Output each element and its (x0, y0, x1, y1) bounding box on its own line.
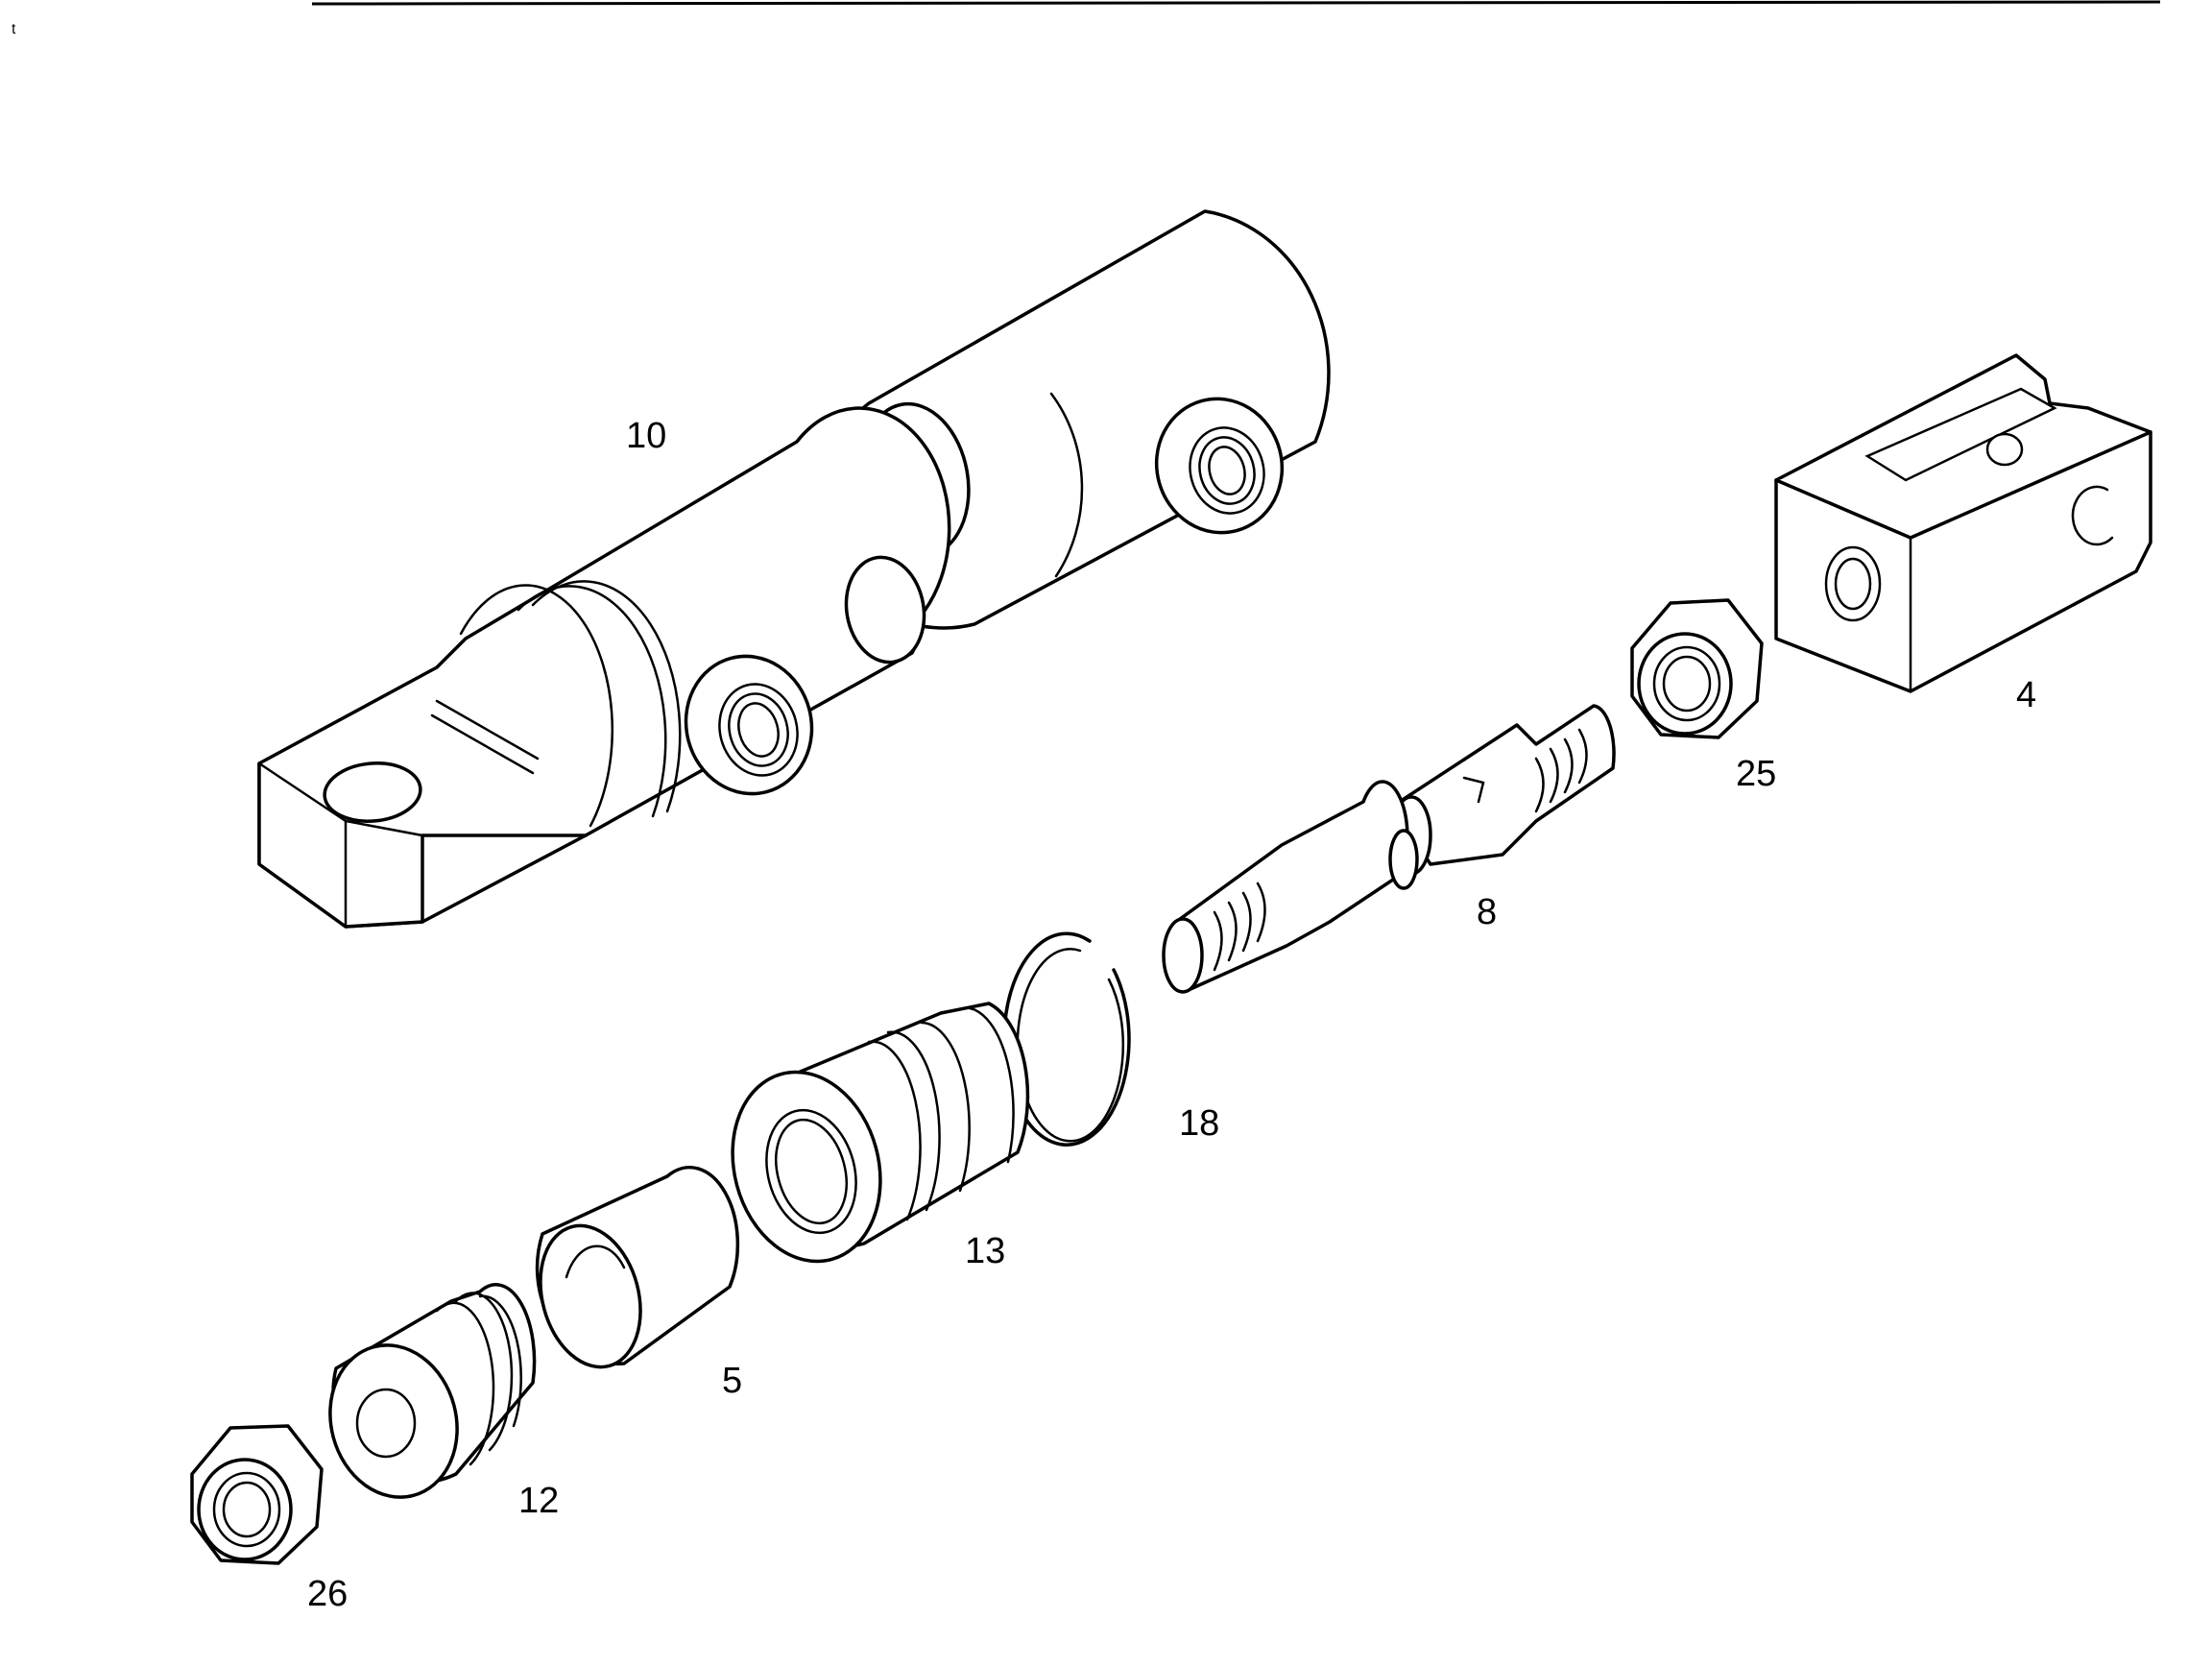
label-part-8: 8 (1477, 892, 1497, 932)
part-18-snap-ring (1002, 931, 1131, 1147)
label-part-13: 13 (965, 1231, 1005, 1271)
label-part-18: 18 (1179, 1103, 1219, 1144)
label-part-25: 25 (1736, 754, 1776, 794)
part-10-cylinder-body (257, 209, 1331, 929)
label-part-26: 26 (307, 1574, 348, 1614)
part-25-hex-nut (1630, 598, 1764, 739)
part-12-seal (328, 1283, 537, 1499)
part-13-piston (731, 1002, 1030, 1264)
label-part-4: 4 (2016, 675, 2036, 715)
label-part-10: 10 (626, 416, 666, 456)
part-8-threaded-rod (1162, 704, 1616, 994)
part-26-hex-nut (190, 1424, 324, 1565)
part-4-clevis-block (1774, 353, 2152, 693)
top-border-line (311, 0, 2161, 6)
corner-mark: ᵗ (12, 19, 16, 43)
label-part-12: 12 (518, 1481, 559, 1521)
part-5-sleeve (535, 1166, 740, 1369)
label-part-5: 5 (722, 1361, 742, 1401)
